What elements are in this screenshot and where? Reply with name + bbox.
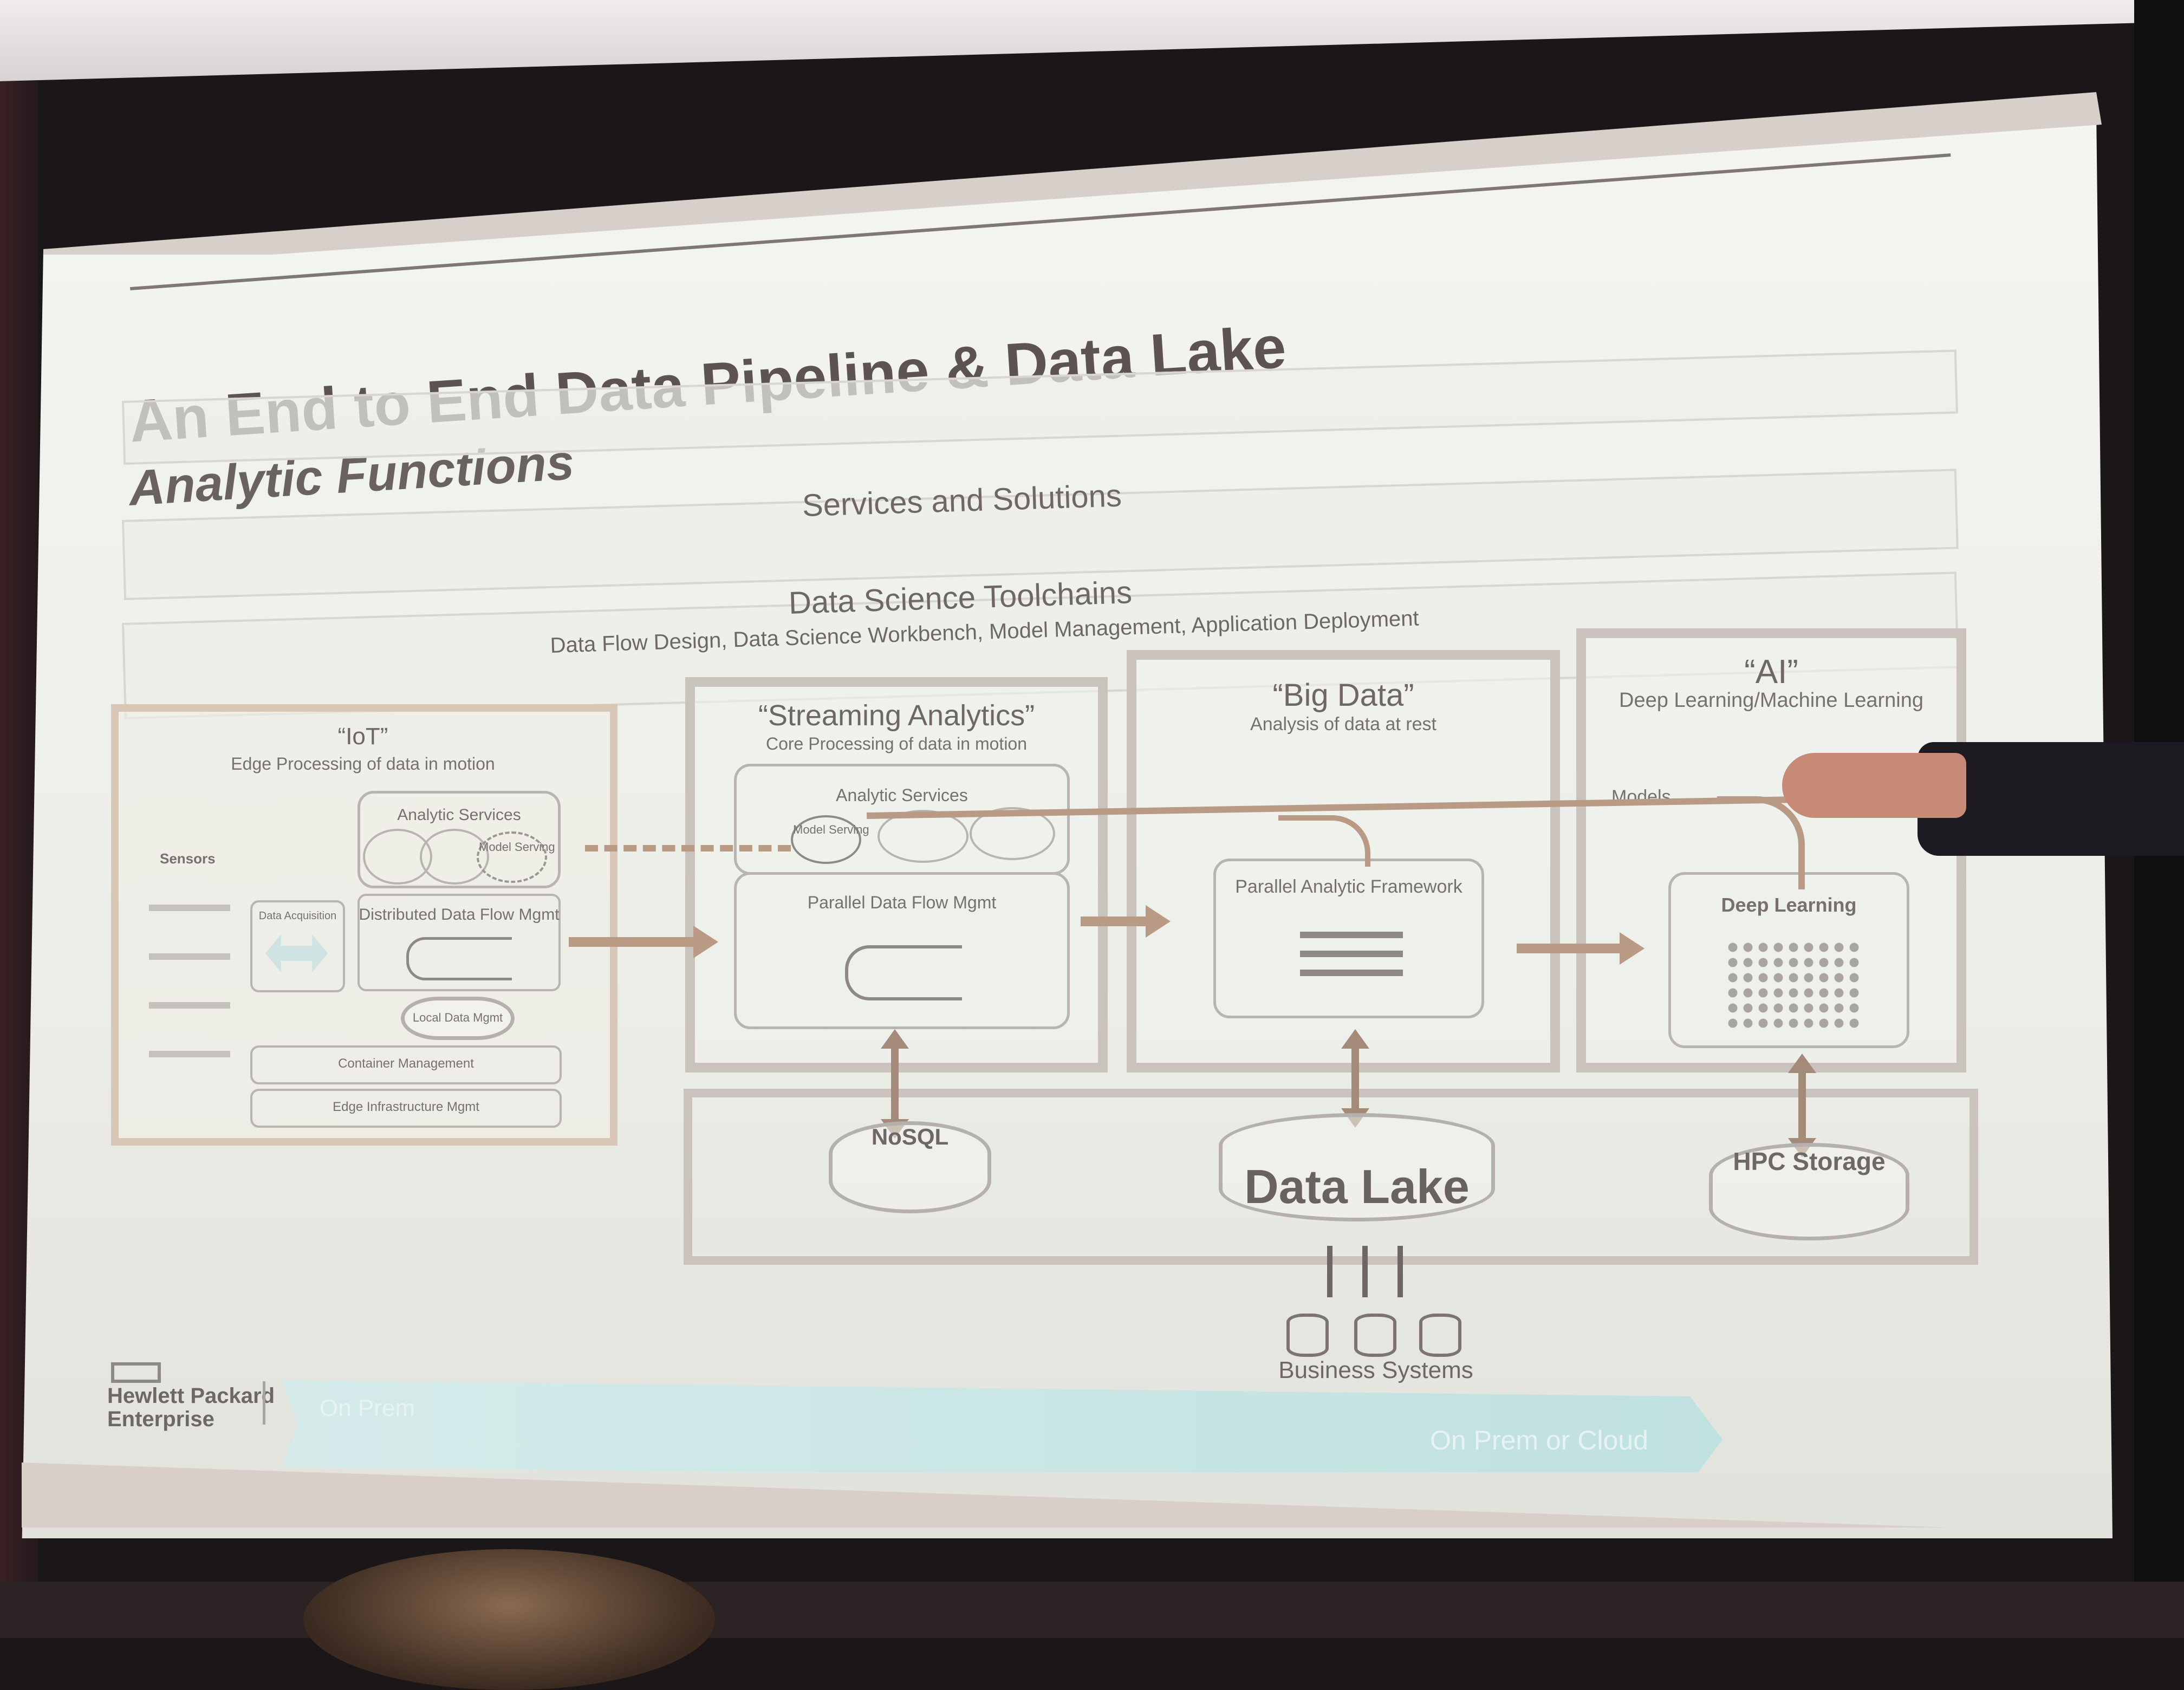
- database-icon: [1286, 1314, 1329, 1357]
- streaming-detail: Core Processing of data in motion: [765, 734, 1028, 753]
- database-icon: [1354, 1314, 1396, 1357]
- framework-label: Parallel Analytic Framework: [1235, 876, 1462, 897]
- local-data-label: Local Data Mgmt: [412, 1011, 503, 1024]
- framework-arrow-icon: [1300, 932, 1403, 938]
- bigdata-to-ai-arrow: [1517, 944, 1620, 953]
- bigdata-title: “Big Data”: [1272, 678, 1414, 713]
- brand-line1: Hewlett Packard: [107, 1384, 275, 1408]
- hpe-logo-icon: [111, 1362, 161, 1383]
- deployment-bar: [282, 1380, 1722, 1472]
- hpc-connector: [1798, 1070, 1806, 1140]
- iot-analytic-services-label: Analytic Services: [397, 806, 521, 824]
- brand-line2: Enterprise: [107, 1407, 214, 1431]
- streaming-service-oval: [877, 810, 968, 863]
- hpc-connector-head-up: [1788, 1054, 1816, 1073]
- ai-title: “AI”: [1744, 653, 1798, 691]
- datalake-cylinder: [1219, 1113, 1495, 1221]
- distributed-flow-box: [358, 894, 561, 991]
- data-acquisition-box: [250, 900, 345, 992]
- iot-detail: Edge Processing of data in motion: [231, 754, 495, 774]
- streaming-to-bigdata-arrowhead: [1146, 905, 1171, 938]
- datalake-connector: [1351, 1045, 1359, 1110]
- framework-arrow-icon: [1300, 970, 1403, 976]
- hpc-label: HPC Storage: [1733, 1147, 1886, 1175]
- hpc-cylinder: [1709, 1143, 1909, 1240]
- iot-model-serving: Model Serving: [477, 831, 555, 883]
- deep-learning-label: Deep Learning: [1721, 894, 1857, 916]
- streaming-analytic-services-label: Analytic Services: [836, 785, 968, 805]
- audience-head: [303, 1549, 715, 1690]
- database-icon: [1419, 1314, 1461, 1357]
- data-acquisition-label: Data Acquisition: [258, 910, 337, 922]
- nosql-label: NoSQL: [871, 1124, 949, 1149]
- iot-to-streaming-arrowhead: [693, 926, 718, 958]
- flow-graph-icon: [406, 937, 512, 980]
- streaming-panel: [685, 677, 1108, 1072]
- iot-title: “IoT”: [337, 723, 388, 750]
- iot-to-streaming-arrow: [569, 937, 693, 947]
- streaming-to-bigdata-arrow: [1081, 916, 1146, 926]
- edge-infra-label: Edge Infrastructure Mgmt: [333, 1100, 479, 1114]
- bigdata-detail: Analysis of data at rest: [1250, 714, 1436, 734]
- neural-network-icon: [1725, 940, 1861, 1032]
- sensors-label: Sensors: [160, 850, 216, 867]
- framework-feedback-curve: [1278, 815, 1370, 867]
- parallel-flow-label: Parallel Data Flow Mgmt: [807, 893, 997, 912]
- business-arrow: [1362, 1246, 1368, 1297]
- nosql-connector: [891, 1045, 899, 1121]
- presenter-hand: [1782, 753, 1966, 818]
- framework-arrow-icon: [1300, 951, 1403, 957]
- on-prem-cloud-label: On Prem or Cloud: [1430, 1425, 1648, 1455]
- bigdata-to-ai-arrowhead: [1620, 932, 1644, 965]
- container-mgmt-box: [250, 1045, 562, 1084]
- container-mgmt-label: Container Management: [338, 1056, 474, 1071]
- parallel-flow-graph-icon: [845, 945, 962, 1000]
- streaming-service-oval: [970, 807, 1055, 860]
- distributed-flow-label: Distributed Data Flow Mgmt: [359, 906, 560, 924]
- on-prem-label: On Prem: [320, 1395, 415, 1421]
- business-systems-label: Business Systems: [1278, 1357, 1473, 1383]
- iot-analytic-services-box: [358, 791, 561, 888]
- local-data-cylinder: [401, 997, 515, 1040]
- datalake-label: Data Lake: [1244, 1160, 1470, 1213]
- nosql-cylinder: [829, 1121, 991, 1213]
- business-arrow: [1398, 1246, 1403, 1297]
- edge-infra-box: [250, 1089, 562, 1128]
- sensor-icons: [149, 883, 230, 1100]
- model-serving-dashed-arrow: [585, 845, 791, 851]
- datalake-connector-head-up: [1341, 1029, 1369, 1049]
- business-arrow: [1327, 1246, 1332, 1297]
- nosql-connector-head-up: [881, 1029, 909, 1049]
- streaming-model-serving: Model Serving: [791, 815, 869, 864]
- footer-divider: [263, 1381, 265, 1425]
- ceiling: [0, 0, 2184, 81]
- ai-detail: Deep Learning/Machine Learning: [1619, 689, 1923, 712]
- streaming-title: “Streaming Analytics”: [758, 699, 1035, 732]
- parallel-flow-box: [734, 872, 1070, 1029]
